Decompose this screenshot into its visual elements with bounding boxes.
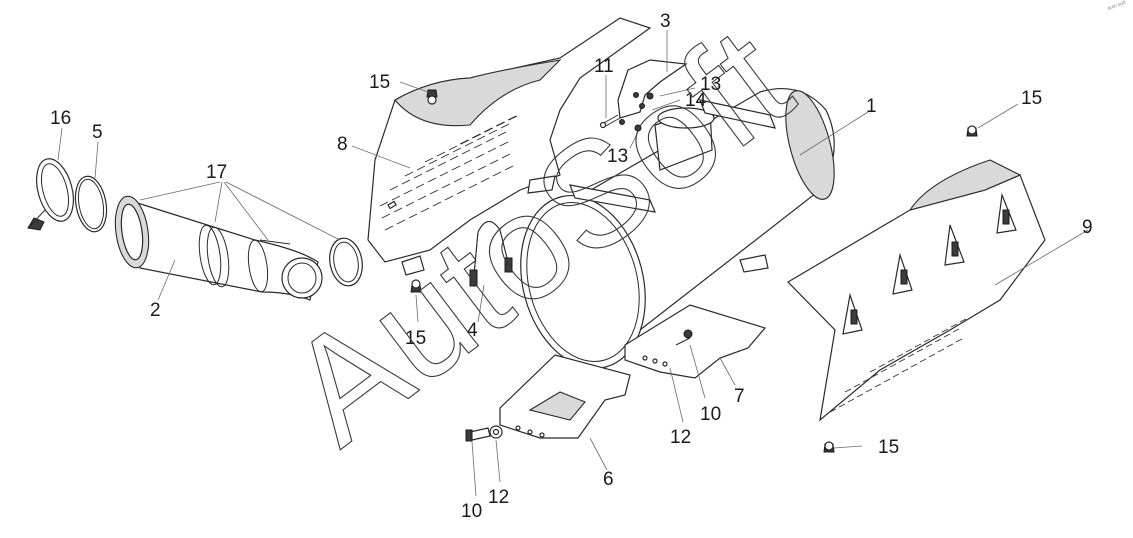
- callout-9: 9: [1082, 217, 1093, 238]
- callout-12-bottom: 12: [488, 487, 509, 508]
- part-4-u-bolt: [469, 221, 513, 287]
- part-2-inlet-pipe: [114, 195, 323, 301]
- part-13-nut-b: [634, 124, 642, 132]
- part-3-bracket: [617, 59, 688, 119]
- callout-15-top-right: 15: [1021, 88, 1042, 109]
- shield-9-vents: [842, 192, 1017, 335]
- callout-8: 8: [337, 134, 348, 155]
- part-8-heat-shield: [367, 17, 652, 276]
- callout-14: 14: [685, 90, 707, 111]
- part-1-muffler: [520, 88, 835, 370]
- callout-13-upper: 13: [700, 74, 721, 95]
- part-13-nut-a: [646, 92, 654, 100]
- callout-12-right: 12: [670, 427, 691, 448]
- callout-labels: 16 5 17 2 8 15 11 3 13 14 13 1 15 9 15 4…: [50, 11, 1093, 522]
- part-10-bolt-lower: [465, 427, 491, 442]
- callout-15-top-left: 15: [369, 72, 390, 93]
- callout-4: 4: [467, 320, 478, 341]
- part-11-bolt: [599, 114, 621, 129]
- part-15-bolt-bottom-left: [410, 279, 422, 293]
- leader-lines: [57, 30, 1089, 497]
- part-16-hose-clamp: [27, 158, 74, 231]
- callout-15-bottom-left: 15: [405, 328, 426, 349]
- callout-15-bottom-right: 15: [878, 437, 899, 458]
- shield-8-perforations: [379, 115, 518, 231]
- part-9-heat-shield: [787, 159, 1046, 422]
- part-6-mounting-plate: [499, 354, 631, 439]
- corner-watermark: auto soft: [1107, 0, 1128, 12]
- callout-13-lower: 13: [607, 146, 628, 167]
- callout-5: 5: [92, 122, 103, 143]
- part-12-washer-lower: [489, 425, 503, 439]
- callout-16: 16: [50, 108, 71, 129]
- part-5-seal-ring: [74, 175, 108, 233]
- callout-1: 1: [866, 96, 877, 117]
- part-15-bolt-bottom-right: [823, 441, 835, 453]
- callout-17: 17: [206, 162, 227, 183]
- part-15-bolt-top-right: [966, 125, 978, 137]
- part-17-ring: [329, 237, 363, 287]
- callout-2: 2: [150, 300, 161, 321]
- callout-10-bottom: 10: [461, 501, 482, 522]
- part-15-bolt-top-left: [426, 89, 438, 105]
- callout-7: 7: [734, 386, 745, 407]
- callout-3: 3: [660, 11, 671, 32]
- callout-6: 6: [603, 469, 614, 490]
- callout-11: 11: [594, 56, 614, 77]
- callout-10-right: 10: [700, 404, 721, 425]
